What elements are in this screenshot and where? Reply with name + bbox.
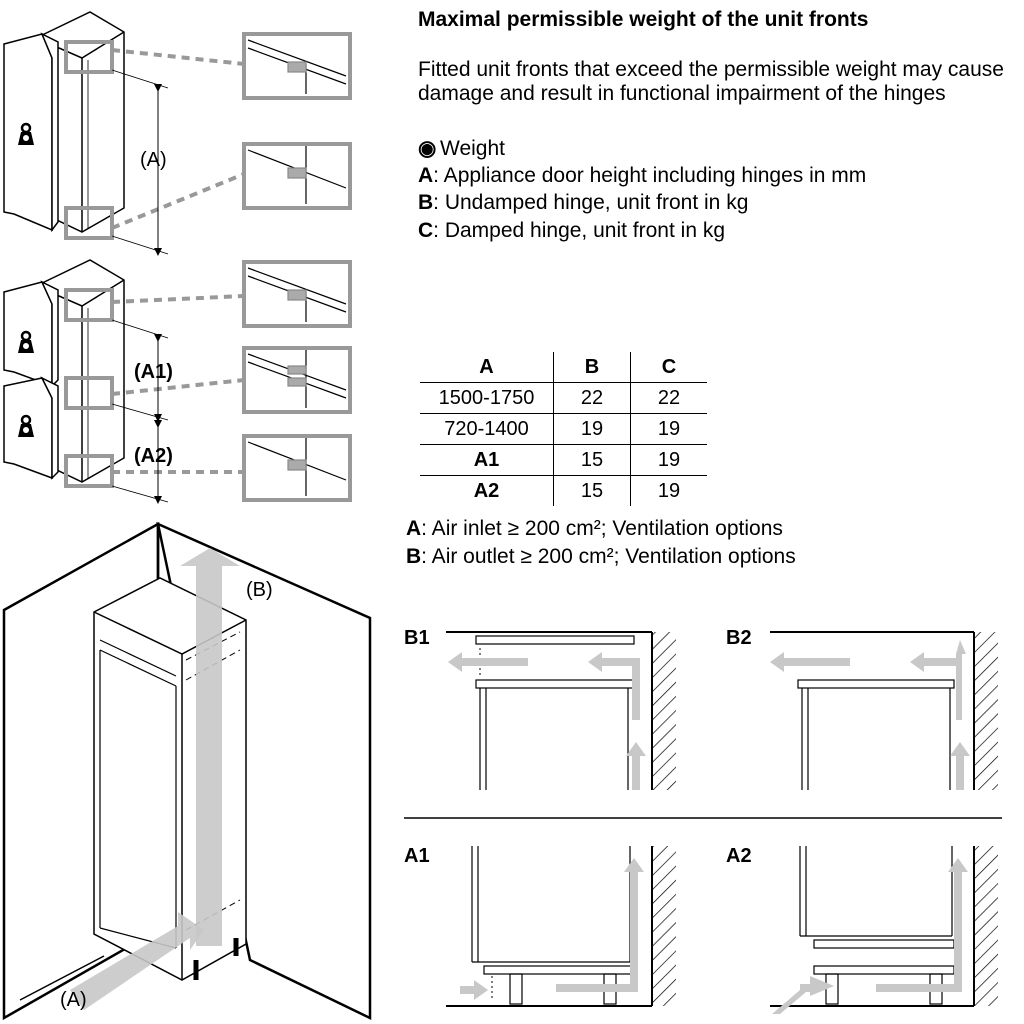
- table-cell: 19: [630, 444, 707, 476]
- weight-icon: [18, 330, 34, 353]
- table-cell: 19: [553, 413, 631, 445]
- legend-text: : Damped hinge, unit front in kg: [433, 219, 726, 242]
- table-row: A2 15 19: [420, 475, 707, 506]
- dim-a-label: (A): [140, 149, 167, 171]
- legend-key: C: [418, 219, 434, 242]
- ventilation-outlet: B: Air outlet ≥ 200 cm²; Ventilation opt…: [406, 545, 796, 569]
- niche-airflow-diagram: [2, 521, 372, 1021]
- airflow-b-label: (B): [246, 579, 273, 601]
- table-cell: 15: [553, 475, 631, 506]
- panel-label-b1: B1: [404, 627, 430, 649]
- legend-weight: ◉Weight: [418, 136, 505, 161]
- hinge-detail-bottom-2: [242, 434, 352, 502]
- table-cell: 720-1400: [420, 413, 554, 445]
- weight-icon: [18, 414, 34, 437]
- table-cell: 15: [553, 444, 631, 476]
- table-row: 1500-1750 22 22: [420, 382, 707, 414]
- airflow-a-label: (A): [60, 989, 87, 1011]
- table-cell: 19: [630, 413, 707, 445]
- table-cell: A2: [420, 475, 554, 506]
- legend-text: : Undamped hinge, unit front in kg: [433, 191, 749, 214]
- table-cell: 22: [553, 382, 631, 414]
- vent-text: : Air outlet ≥ 200 cm²; Ventilation opti…: [421, 545, 796, 568]
- vent-text: : Air inlet ≥ 200 cm²; Ventilation optio…: [421, 517, 783, 540]
- ventilation-a2-panel: [770, 846, 998, 1014]
- page-title: Maximal permissible weight of the unit f…: [418, 8, 869, 31]
- vent-key: B: [406, 545, 422, 568]
- legend-c: C: Damped hinge, unit front in kg: [418, 219, 725, 243]
- table-header: C: [630, 352, 707, 383]
- panel-label-a2: A2: [726, 845, 752, 867]
- hinge-detail-top-2: [242, 260, 352, 328]
- single-door-diagram: [3, 11, 245, 256]
- table-cell: 19: [630, 475, 707, 506]
- vent-key: A: [406, 517, 422, 540]
- double-door-diagram: [3, 259, 245, 504]
- table-cell: A1: [420, 444, 554, 476]
- ventilation-b2-panel: [770, 631, 998, 790]
- legend-a: A: Appliance door height including hinge…: [418, 164, 866, 188]
- table-cell: 1500-1750: [438, 386, 535, 409]
- panel-label-b2: B2: [726, 627, 752, 649]
- table-header: A: [420, 352, 554, 383]
- legend-b: B: Undamped hinge, unit front in kg: [418, 191, 748, 215]
- hinge-detail-middle: [242, 346, 352, 414]
- hinge-detail-bottom: [242, 142, 352, 210]
- ventilation-inlet: A: Air inlet ≥ 200 cm²; Ventilation opti…: [406, 517, 783, 541]
- legend-key: A: [418, 164, 434, 187]
- hinge-detail-top: [242, 32, 352, 100]
- table-row: A1 15 19: [420, 444, 707, 476]
- weight-icon: ◉: [418, 137, 437, 160]
- table-row: 720-1400 19 19: [420, 413, 707, 445]
- ventilation-a1-panel: [446, 846, 676, 1007]
- table-header: B: [553, 352, 631, 383]
- ventilation-b1-panel: [446, 631, 676, 790]
- legend-text: Weight: [440, 137, 505, 160]
- dim-a2-label: (A2): [134, 445, 173, 467]
- legend-key: B: [418, 191, 434, 214]
- weight-table: A B C 1500-1750 22 22 720-1400 19 19 A1 …: [420, 352, 707, 506]
- dim-a1-label: (A1): [134, 361, 173, 383]
- weight-icon: [18, 122, 34, 145]
- intro-text: Fitted unit fronts that exceed the permi…: [418, 58, 1004, 105]
- panel-label-a1: A1: [404, 845, 430, 867]
- legend-text: : Appliance door height including hinges…: [433, 164, 867, 187]
- table-cell: 22: [630, 382, 707, 414]
